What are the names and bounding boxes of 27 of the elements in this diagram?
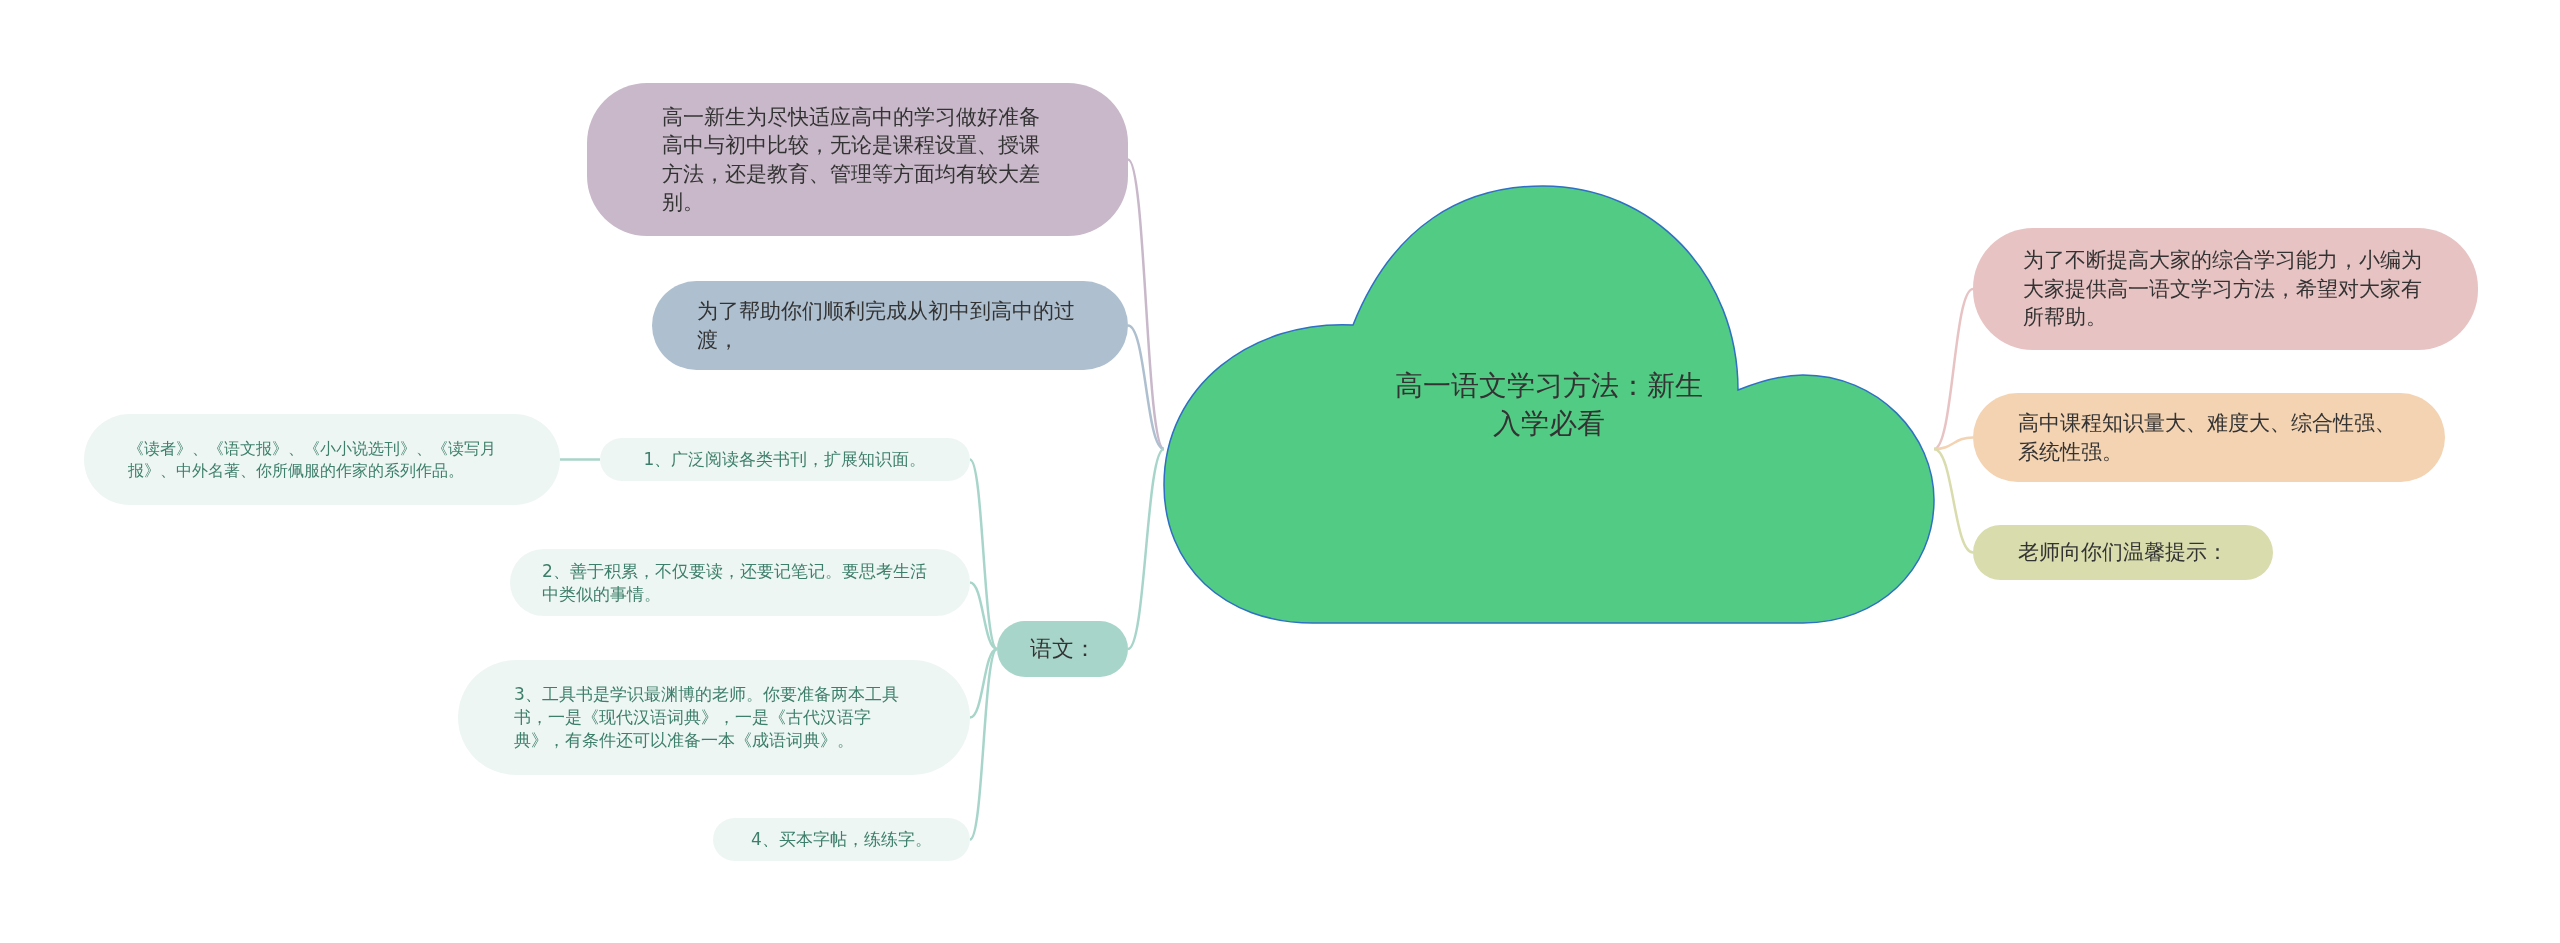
topic-text: 语文： xyxy=(1029,635,1096,664)
connector-line xyxy=(969,648,998,841)
connector-line xyxy=(1127,448,1165,650)
connector-line xyxy=(969,458,998,650)
topic-text: 为了不断提高大家的综合学习能力，小编为大家提供高一语文学习方法，希望对大家有所帮助。 xyxy=(2023,247,2423,332)
topic-text: 1、广泛阅读各类书刊，扩展知识面。 xyxy=(643,448,927,471)
topic-text: 3、工具书是学识最渊博的老师。你要准备两本工具书，一是《现代汉语词典》，一是《古代汉语字典》，有条件还可以准备一本《成语词典》。 xyxy=(514,683,900,752)
cloud-node xyxy=(1163,185,1935,625)
topic-text: 2、善于积累，不仅要读，还要记笔记。要思考生活中类似的事情。 xyxy=(542,559,928,606)
topic-bubble xyxy=(713,818,970,861)
topic-bubble xyxy=(1973,525,2273,580)
connector-line xyxy=(1127,324,1165,451)
topic-bubble xyxy=(600,438,970,481)
topic-text: 高一语文学习方法：新生入学必看 xyxy=(1394,368,1704,442)
connector-line xyxy=(1127,158,1165,450)
topic-text: 老师向你们温馨提示： xyxy=(2018,539,2228,567)
connector-line xyxy=(969,581,998,651)
connector-line xyxy=(560,458,600,461)
topic-text: 高中课程知识量大、难度大、综合性强、系统性强。 xyxy=(2018,410,2397,466)
topic-text: 为了帮助你们顺利完成从初中到高中的过渡， xyxy=(697,298,1076,354)
connector-line xyxy=(1933,287,1974,451)
connector-line xyxy=(969,647,998,719)
topic-text: 4、买本字帖，练练字。 xyxy=(751,828,932,851)
topic-text: 高一新生为尽快适应高中的学习做好准备高中与初中比较，无论是课程设置、授课方法，还是教育、管理等方面均有较大差别。 xyxy=(662,103,1041,216)
topic-text: 《读者》、《语文报》、《小小说选刊》、《读写月报》、中外名著、你所佩服的作家的系列作品。 xyxy=(128,437,497,482)
connector-line xyxy=(1933,447,1974,554)
topic-bubble xyxy=(997,621,1128,677)
